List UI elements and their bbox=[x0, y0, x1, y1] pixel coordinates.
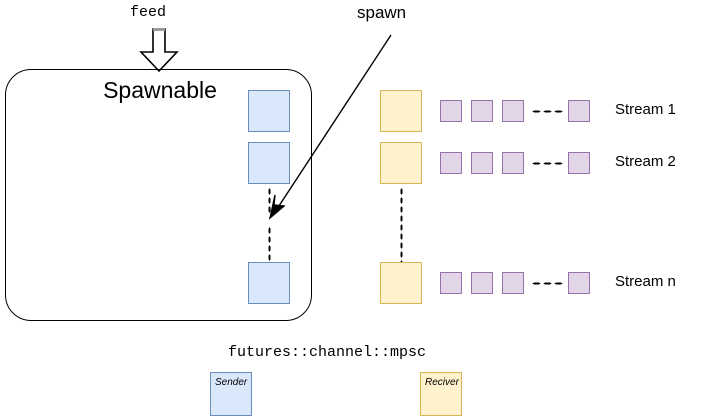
stream-n-item-3[interactable] bbox=[502, 272, 524, 294]
stream-1-item-2[interactable] bbox=[471, 100, 493, 122]
stream-2-item-3[interactable] bbox=[502, 152, 524, 174]
spawned-task-box-n[interactable] bbox=[248, 262, 290, 304]
stream-n-item-1[interactable] bbox=[440, 272, 462, 294]
stream-n-item-2[interactable] bbox=[471, 272, 493, 294]
stream-2-item-last[interactable] bbox=[568, 152, 590, 174]
spawnable-title: Spawnable bbox=[103, 77, 217, 103]
stream-1-item-last[interactable] bbox=[568, 100, 590, 122]
receiver-box-stream-2[interactable] bbox=[380, 142, 422, 184]
stream-n-item-last[interactable] bbox=[568, 272, 590, 294]
stream-2-item-1[interactable] bbox=[440, 152, 462, 174]
stream-n-items-ellipsis bbox=[531, 282, 565, 285]
spawned-task-box-1[interactable] bbox=[248, 90, 290, 132]
stream-1-items-ellipsis bbox=[531, 110, 565, 113]
legend-receiver-chip: Reciver bbox=[420, 372, 462, 416]
legend-title: futures::channel::mpsc bbox=[228, 344, 427, 361]
spawned-task-box-2[interactable] bbox=[248, 142, 290, 184]
receiver-boxes-ellipsis bbox=[399, 187, 403, 262]
feed-label: feed bbox=[130, 4, 167, 21]
stream-2-item-2[interactable] bbox=[471, 152, 493, 174]
stream-1-item-1[interactable] bbox=[440, 100, 462, 122]
task-boxes-ellipsis-lower bbox=[267, 226, 271, 262]
legend-sender-chip: Sender bbox=[210, 372, 252, 416]
spawnable-container bbox=[5, 69, 312, 321]
receiver-box-stream-n[interactable] bbox=[380, 262, 422, 304]
receiver-box-stream-1[interactable] bbox=[380, 90, 422, 132]
task-boxes-ellipsis-upper bbox=[267, 187, 271, 213]
stream-1-label: Stream 1 bbox=[615, 101, 676, 118]
stream-n-label: Stream n bbox=[615, 273, 676, 290]
spawn-label: spawn bbox=[357, 3, 407, 22]
spawn-arrow-icon bbox=[262, 28, 398, 224]
stream-2-items-ellipsis bbox=[531, 162, 565, 165]
stream-1-item-3[interactable] bbox=[502, 100, 524, 122]
feed-block-arrow-icon bbox=[138, 27, 180, 73]
stream-2-label: Stream 2 bbox=[615, 153, 676, 170]
